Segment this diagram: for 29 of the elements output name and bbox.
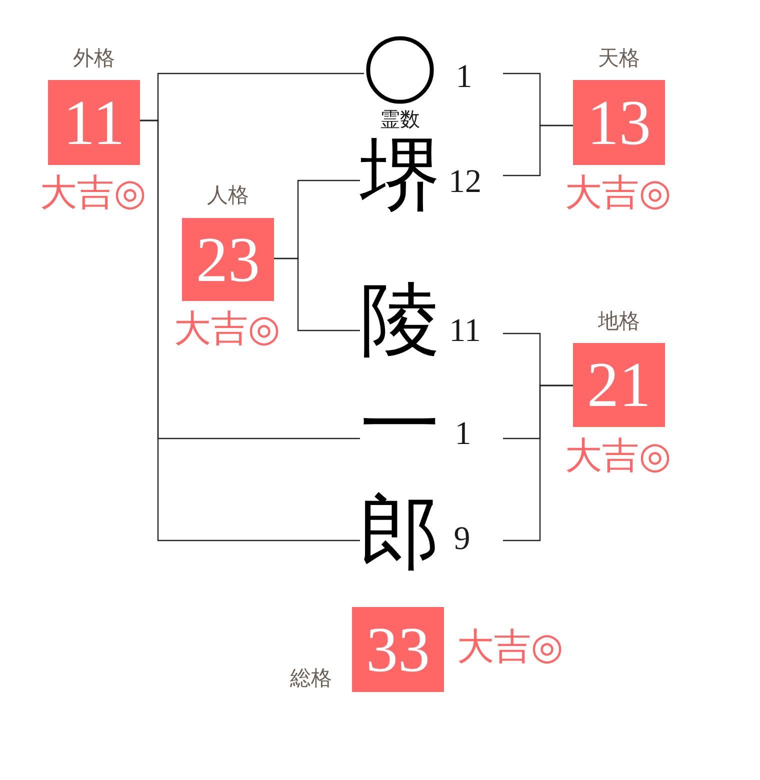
fortune-verdict: 大吉◎ (456, 628, 564, 665)
kanji-character: 堺 (360, 136, 440, 216)
heading-label: 地格 (598, 311, 640, 332)
stroke-count: 9 (454, 523, 470, 556)
kanji-character: 郎 (360, 494, 440, 574)
stroke-count: 12 (448, 166, 482, 199)
score-box: 13 (573, 80, 665, 165)
connector-line (503, 124, 573, 176)
stroke-count: 11 (449, 315, 481, 348)
caption-label: 霊数 (380, 109, 420, 129)
heading-label: 人格 (207, 185, 249, 206)
connector-line (274, 258, 360, 332)
heading-label: 総格 (290, 668, 332, 689)
heading-label: 天格 (598, 48, 640, 69)
heading-label: 外格 (73, 48, 115, 69)
fortune-verdict: 大吉◎ (564, 437, 672, 474)
stroke-count: 1 (454, 418, 472, 451)
score-box: 23 (182, 218, 274, 301)
score-box: 21 (573, 343, 665, 427)
score-box: 11 (48, 80, 140, 165)
connector-line (503, 384, 573, 542)
score-box: 33 (352, 607, 444, 692)
kanji-character: 陵 (360, 281, 440, 361)
fortune-verdict: 大吉◎ (564, 174, 672, 211)
stroke-count: 1 (456, 61, 472, 94)
connector-line (140, 120, 360, 542)
kanji-character: 一 (360, 386, 440, 466)
fortune-verdict: 大吉◎ (40, 174, 146, 211)
fortune-verdict: 大吉◎ (174, 310, 280, 347)
